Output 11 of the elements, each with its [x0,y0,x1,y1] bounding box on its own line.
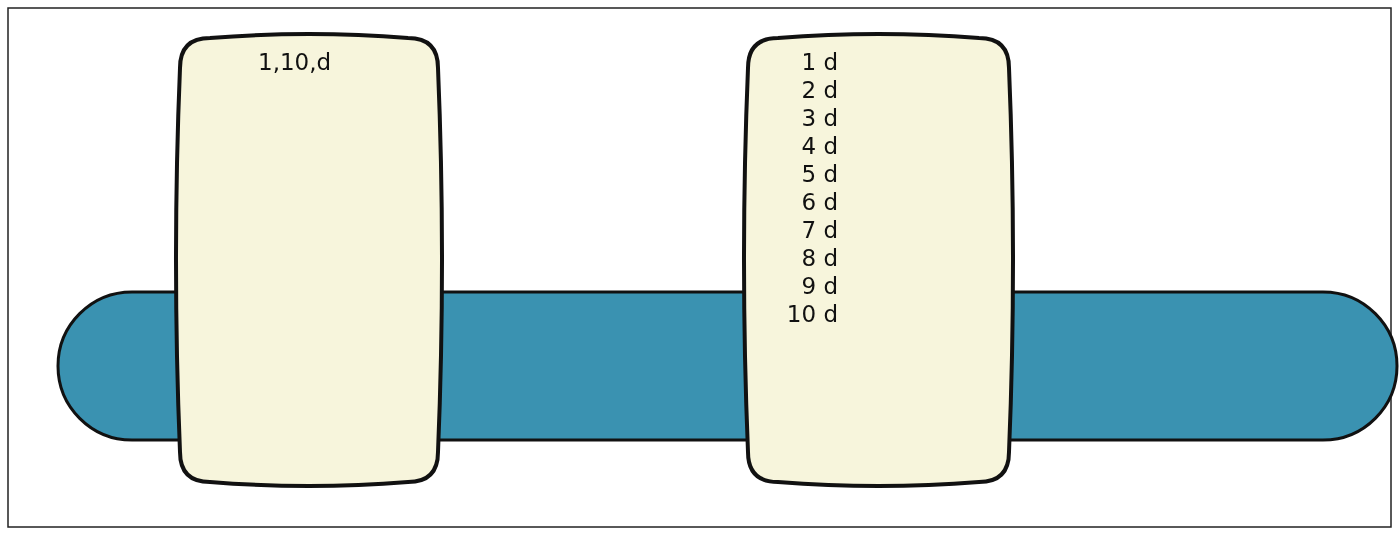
screen-text: 8 d [801,244,838,272]
screen-text: 10 d [786,300,838,328]
screen-text: 7 d [801,216,838,244]
screen-text: 5 d [801,160,838,188]
screen-text: 4 d [801,132,838,160]
screen-text: 2 d [801,76,838,104]
screen-text: 3 d [801,104,838,132]
screen-text: 1,10,d [258,48,332,76]
screen-text: 6 d [801,188,838,216]
screen-text: 1 d [801,48,838,76]
screen-text: 9 d [801,272,838,300]
